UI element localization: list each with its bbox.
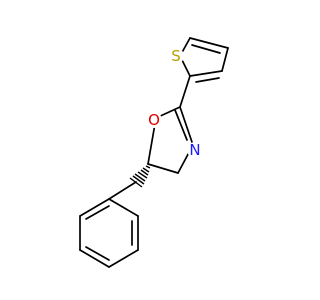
structure-diagram: S O N: [79, 37, 229, 268]
benzene-bond-4: [79, 249, 110, 268]
benzene-bond-3: [108, 249, 139, 268]
bond-c4-c5-double: [191, 44, 221, 54]
oxygen-label: O: [148, 111, 160, 129]
bond-n-c2-double: [174, 109, 188, 141]
thiophene-ring: [179, 37, 229, 83]
benzene-double-3: [85, 205, 110, 220]
bond-c2-c3: [189, 70, 223, 77]
bond-c3-c4: [221, 47, 229, 72]
benzene-bond-1: [108, 198, 139, 217]
atom-nitrogen: N: [187, 141, 203, 159]
benzene-double-2: [85, 246, 110, 261]
bond-c5-c4: [147, 163, 179, 174]
bond-ch2-phenyl: [108, 181, 137, 200]
atom-oxygen: O: [146, 111, 162, 129]
bond-n-c2: [179, 106, 194, 146]
bond-c4-c5: [189, 37, 229, 49]
benzene-bond-6: [79, 198, 110, 217]
bond-thiophene-oxazoline: [179, 75, 191, 108]
bond-c3-c3-double: [195, 77, 220, 83]
sulfur-label: S: [171, 47, 181, 65]
atom-sulfur: S: [168, 47, 184, 65]
nitrogen-label: N: [189, 141, 200, 159]
benzene-ring: [79, 198, 139, 268]
